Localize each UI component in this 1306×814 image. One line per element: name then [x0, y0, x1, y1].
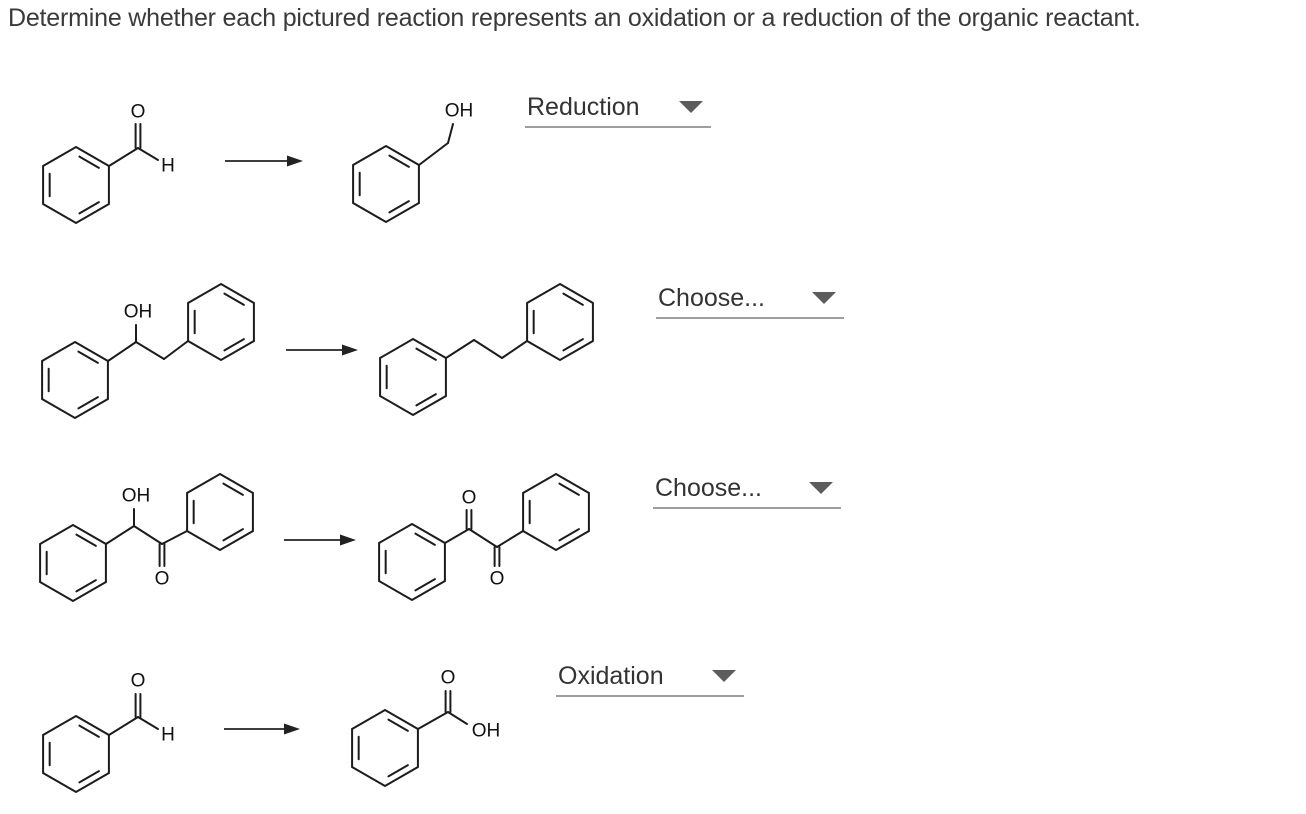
atom-label: O: [155, 569, 170, 590]
atom-label: OH: [122, 486, 151, 507]
atom-label: O: [131, 671, 146, 692]
structure-benzaldehyde-r1: OH: [42, 102, 175, 225]
reaction-arrow-icon: [225, 155, 303, 167]
answer-dropdown-1[interactable]: Reduction: [525, 88, 711, 128]
reaction-arrow-icon: [284, 534, 356, 546]
chevron-down-icon: [712, 670, 736, 682]
atom-label: H: [161, 725, 175, 746]
atom-label: O: [131, 102, 146, 123]
answer-dropdown-3[interactable]: Choose...: [653, 469, 841, 509]
chevron-down-icon: [812, 292, 836, 304]
atom-label: OH: [472, 721, 501, 742]
chevron-down-icon: [679, 101, 703, 113]
atom-label: H: [161, 156, 175, 177]
reaction-arrow-icon: [224, 723, 300, 735]
atom-label: OH: [124, 302, 153, 323]
structure-benzil-r3: OO: [378, 472, 590, 602]
structure-diphenylethanol-r2: OH: [41, 282, 255, 420]
atom-label: O: [441, 668, 456, 689]
answer-dropdown-2[interactable]: Choose...: [656, 279, 844, 319]
reaction-arrow-icon: [286, 344, 358, 356]
atom-label: O: [490, 569, 505, 590]
structure-benzoic-acid-r4: O OH: [351, 668, 501, 788]
atom-label: OH: [445, 101, 474, 122]
answer-dropdown-4-value: Oxidation: [558, 661, 664, 690]
answer-dropdown-1-value: Reduction: [527, 92, 640, 121]
structure-diphenylethane-r2: [379, 282, 594, 417]
structure-benzoin-r3: OH O: [39, 472, 254, 603]
chevron-down-icon: [809, 482, 833, 494]
answer-dropdown-4[interactable]: Oxidation: [556, 657, 744, 697]
answer-dropdown-3-value: Choose...: [655, 473, 763, 502]
page-title: Determine whether each pictured reaction…: [8, 4, 1141, 32]
structure-benzaldehyde-r4: OH: [42, 671, 175, 794]
structure-benzyl-alcohol-r1: OH: [352, 101, 474, 224]
answer-dropdown-2-value: Choose...: [658, 283, 766, 312]
atom-label: O: [462, 488, 477, 509]
